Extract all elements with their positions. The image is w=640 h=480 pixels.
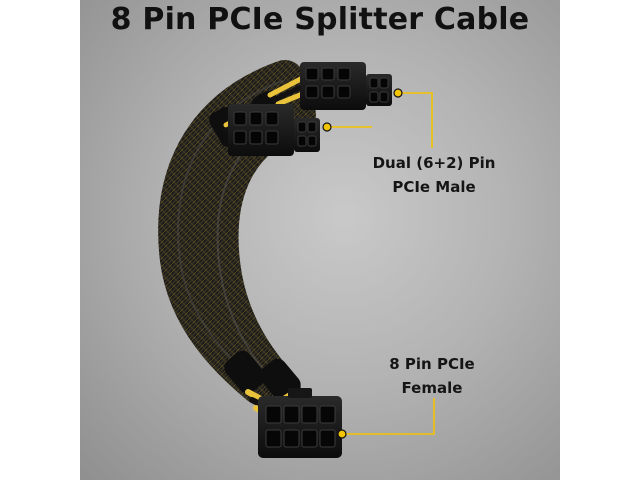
callout-male-line2: PCIe Male: [392, 178, 476, 196]
cable-illustration: [158, 60, 435, 458]
callout-female-line1: 8 Pin PCIe: [389, 355, 475, 373]
callout-female-line2: Female: [401, 379, 463, 397]
callout-male-line1: Dual (6+2) Pin: [372, 154, 496, 172]
callout-label-female: 8 Pin PCIe Female: [382, 352, 482, 400]
cable-sleeve-front: [196, 94, 316, 411]
pcie-connector-male-front: [228, 104, 320, 156]
pcie-connector-male-rear: [300, 62, 392, 110]
page-title: 8 Pin PCIe Splitter Cable: [110, 2, 530, 37]
callout-dot-icon: [322, 88, 403, 439]
callout-lines: [327, 92, 435, 435]
pcie-connector-female: [258, 388, 342, 458]
callout-label-male: Dual (6+2) Pin PCIe Male: [364, 151, 504, 199]
